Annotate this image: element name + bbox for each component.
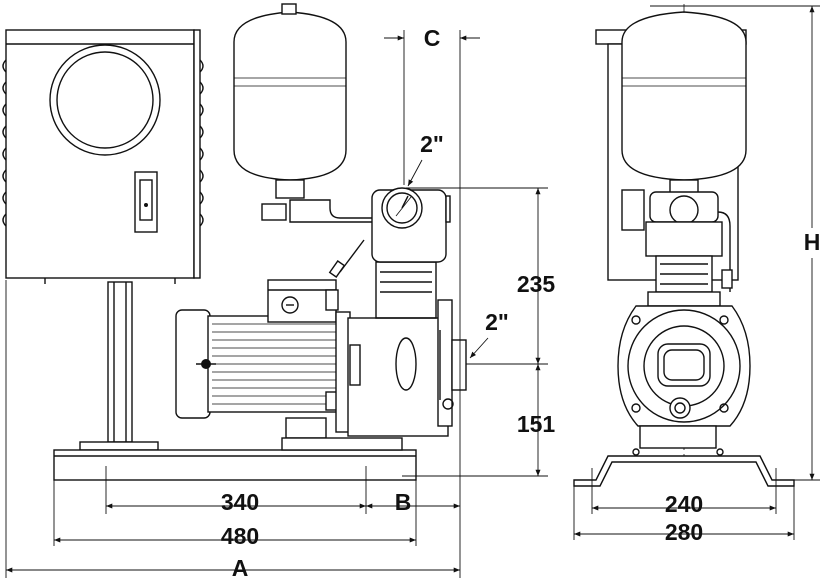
panel-switch: [134, 171, 158, 233]
panel-window: [49, 44, 161, 156]
base-inner-label: 340: [221, 489, 259, 515]
outlet-height-label: 235: [517, 271, 556, 297]
motor: [175, 279, 403, 451]
foot-outer-label: 280: [665, 519, 703, 545]
overall-height-label: H: [804, 229, 821, 255]
inlet-size-label: 2": [420, 131, 444, 157]
terminal-box: [267, 279, 337, 323]
dimension-lengths: 340 B 480 A: [5, 280, 460, 581]
manifold: [261, 187, 451, 279]
size-callouts: 2" 2": [407, 131, 509, 359]
front-view: H 240 280: [573, 4, 824, 545]
inlet-height-label: 151: [517, 411, 556, 437]
foot-inner-label: 240: [665, 491, 703, 517]
pressure-tank: [233, 3, 347, 199]
base-plate: [53, 449, 417, 481]
offset-c-label: C: [424, 25, 441, 51]
pump-port: [395, 337, 417, 391]
dimension-heights: 235 151: [402, 187, 556, 477]
panel-post: [79, 281, 159, 451]
outlet-size-label: 2": [485, 309, 509, 335]
side-view: C 2" 2" 235 151 340: [2, 3, 556, 581]
dimension-c: C: [384, 25, 480, 578]
overall-length-label: A: [232, 555, 249, 581]
base-outer-label: 480: [221, 523, 259, 549]
pump-body: [335, 261, 467, 437]
offset-b-label: B: [395, 489, 412, 515]
control-panel: [2, 29, 204, 284]
